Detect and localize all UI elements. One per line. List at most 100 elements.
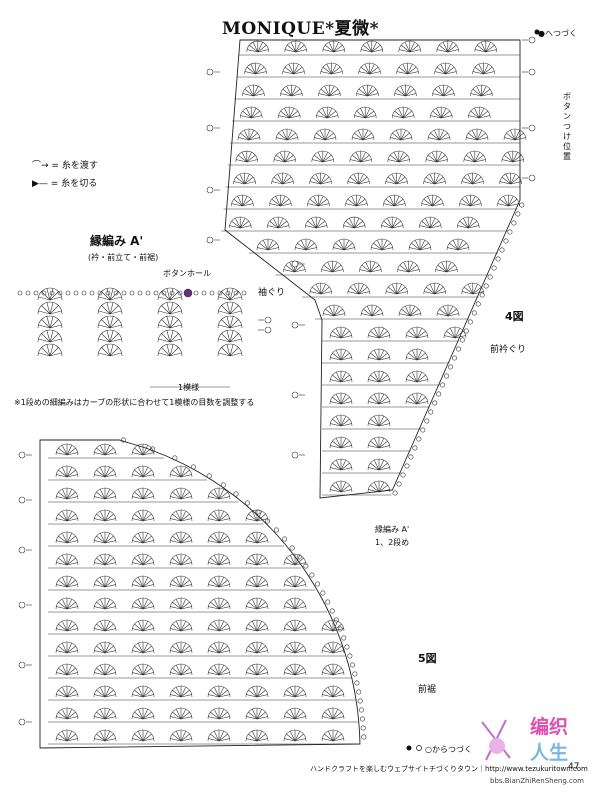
stitch-fan — [318, 84, 341, 97]
stitch-fan — [208, 540, 220, 544]
stitch-fan — [96, 601, 106, 610]
stitch-fan — [66, 584, 78, 588]
stitch-fan — [132, 562, 144, 566]
edge-a-fan — [49, 330, 54, 343]
stitch-fan — [438, 137, 450, 141]
stitch-fan — [443, 88, 453, 97]
stitch-fan — [436, 159, 448, 163]
stitch-fan — [286, 623, 296, 632]
stitch-fan — [367, 392, 391, 405]
stitch-fan — [370, 396, 380, 405]
stitch-fan — [66, 664, 73, 676]
edge-a-chain — [97, 290, 103, 296]
stitch-fan — [398, 151, 404, 163]
stitch-fan — [351, 195, 357, 207]
stitch-fan — [318, 110, 328, 119]
stitch-fan — [278, 220, 287, 229]
stitch-fan — [327, 730, 334, 742]
stitch-fan — [407, 71, 419, 75]
stitch-fan — [434, 286, 444, 295]
stitch-fan — [294, 628, 306, 632]
stitch-fan — [514, 132, 524, 141]
stitch-fan — [340, 327, 347, 339]
stitch-fan — [430, 220, 439, 229]
stitch-fan — [256, 606, 268, 610]
edge-picot — [282, 536, 288, 542]
stitch-fan — [369, 63, 375, 75]
stitch-fan — [320, 71, 332, 75]
stitch-fan — [104, 579, 114, 588]
stitch-fan — [247, 49, 258, 53]
stitch-fan — [340, 418, 350, 427]
stitch-fan — [502, 159, 513, 163]
stitch-fan — [131, 663, 155, 676]
stitch-fan — [256, 576, 263, 588]
stitch-fan — [256, 664, 263, 676]
edge-a-fan — [109, 330, 114, 343]
stitch-fan — [142, 584, 154, 588]
stitch-fan — [172, 513, 182, 522]
stitch-fan — [343, 242, 353, 251]
stitch-fan — [251, 532, 258, 544]
row-marker — [291, 260, 299, 268]
stitch-fan — [349, 176, 359, 185]
stitch-fan — [373, 327, 380, 339]
stitch-fan — [175, 554, 182, 566]
stitch-fan — [175, 708, 182, 720]
stitch-fan — [218, 689, 228, 698]
stitch-fan — [305, 225, 317, 229]
stitch-fan — [289, 642, 296, 654]
stitch-fan — [333, 49, 345, 53]
stitch-fan — [66, 606, 78, 610]
stitch-fan — [175, 598, 182, 610]
stitch-fan — [359, 260, 382, 273]
stitch-fan — [242, 93, 254, 97]
stitch-fan — [289, 554, 296, 566]
stitch-fan — [428, 137, 440, 141]
stitch-fan — [142, 562, 154, 566]
stitch-fan — [501, 150, 525, 163]
edge-picot — [392, 490, 398, 496]
stitch-fan — [131, 465, 155, 478]
stitch-fan — [294, 598, 301, 610]
stitch-fan — [99, 708, 106, 720]
stitch-fan — [445, 71, 457, 75]
stitch-fan — [137, 576, 144, 588]
stitch-fan — [391, 283, 398, 295]
stitch-fan — [421, 194, 444, 207]
stitch-fan — [329, 85, 335, 97]
stitch-fan — [283, 729, 307, 742]
stitch-fan — [405, 326, 429, 339]
stitch-fan — [290, 41, 297, 53]
stitch-fan — [246, 66, 256, 75]
stitch-fan — [246, 650, 258, 654]
stitch-fan — [480, 41, 487, 53]
stitch-fan — [387, 150, 411, 163]
edge-a-fan — [229, 302, 234, 315]
stitch-fan — [104, 664, 111, 676]
stitch-fan — [134, 491, 144, 500]
stitch-fan — [441, 261, 447, 273]
stitch-fan — [360, 107, 366, 119]
stitch-fan — [134, 447, 144, 456]
stitch-fan — [104, 738, 116, 742]
stitch-fan — [402, 63, 408, 75]
stitch-fan — [55, 553, 79, 566]
stitch-fan — [351, 128, 375, 141]
stitch-fan — [294, 664, 301, 676]
edge-a-fan — [49, 344, 54, 357]
stitch-fan — [180, 716, 192, 720]
edge-picot — [448, 364, 454, 370]
edge-picot — [315, 581, 321, 587]
stitch-fan — [309, 198, 319, 207]
stitch-fan — [142, 488, 149, 500]
edge-a-fan — [226, 288, 231, 301]
stitch-fan — [389, 195, 395, 207]
stitch-fan — [363, 308, 373, 317]
edge-picot — [444, 373, 450, 379]
edge-a-fan — [169, 324, 182, 329]
edge-picot — [475, 301, 481, 307]
stitch-fan — [207, 597, 231, 610]
stitch-fan — [378, 484, 388, 493]
stitch-fan — [464, 159, 475, 163]
